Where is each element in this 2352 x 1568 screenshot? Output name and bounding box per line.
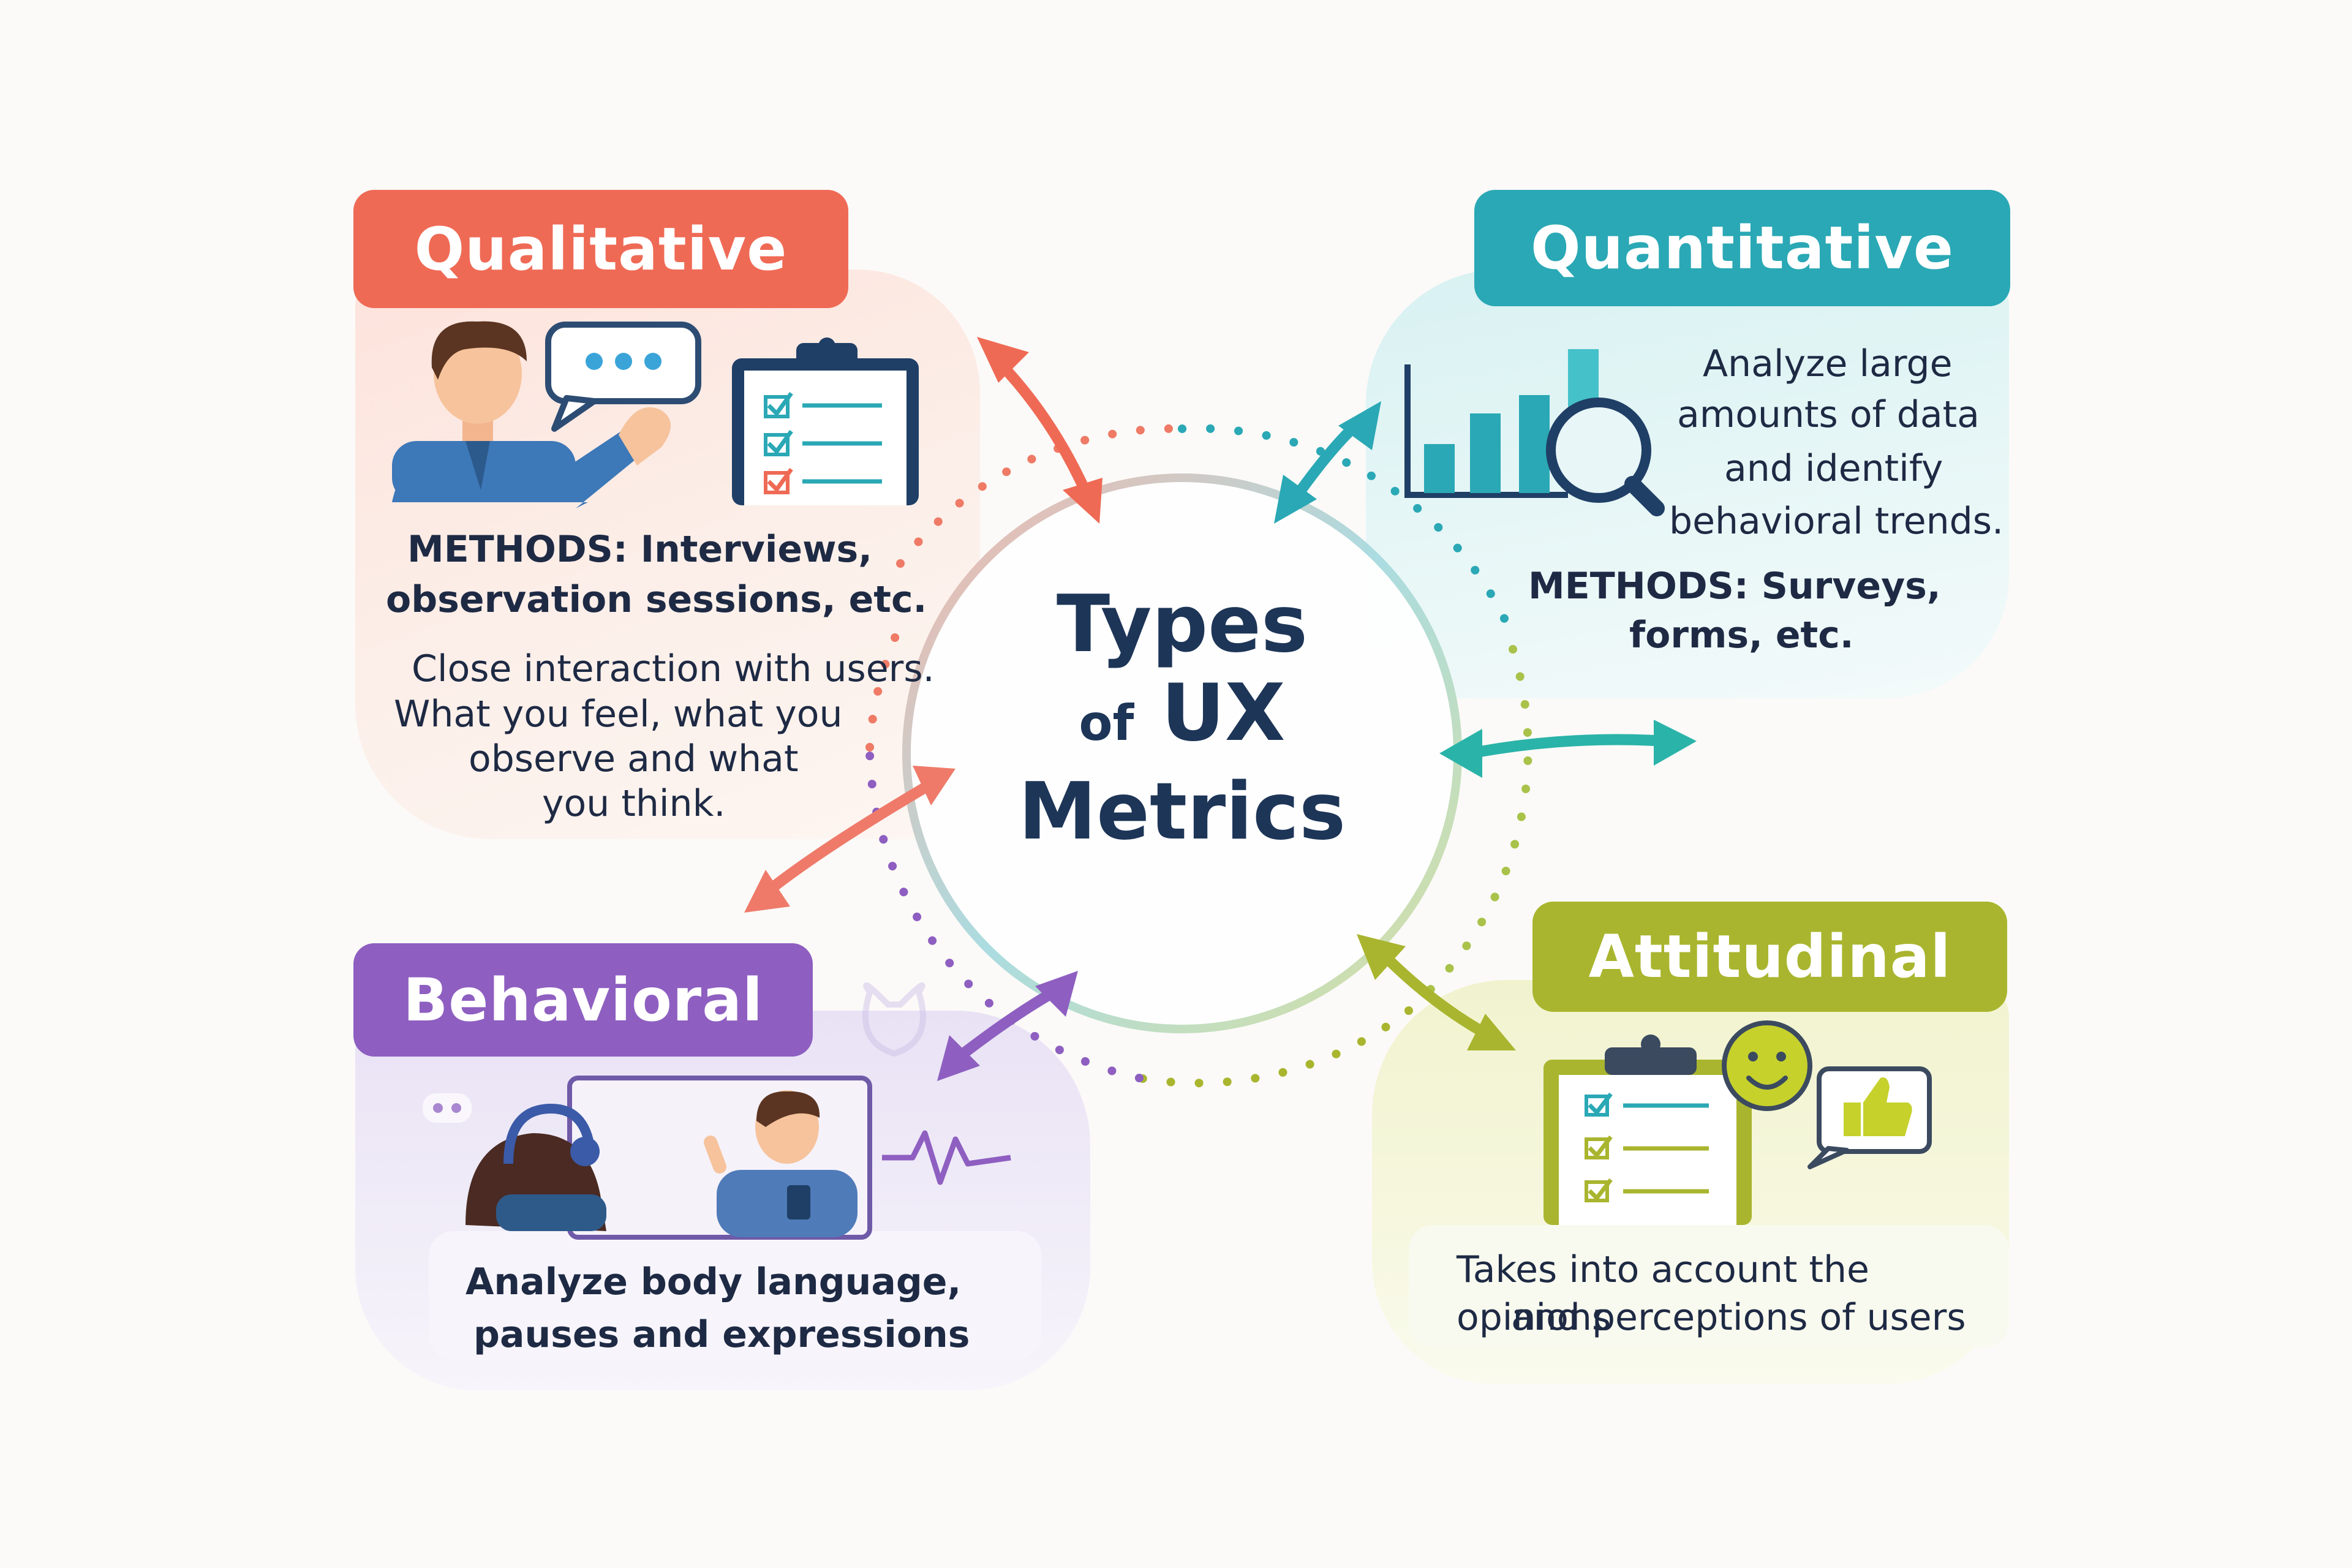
quantitative-desc-line3: and identify — [1724, 447, 1943, 490]
chat-dots-icon — [423, 1093, 472, 1123]
arrow-attitudinal — [1357, 934, 1516, 1050]
arrow-right-horizontal — [1439, 720, 1697, 778]
center-title: Types of UX Metrics — [998, 579, 1366, 855]
headset-user-illustration — [466, 1103, 606, 1231]
arrow-behavioral — [937, 971, 1078, 1081]
quantitative-desc-line2: amounts of data — [1677, 393, 1980, 436]
qualitative-methods-line2: observation sessions, etc. — [386, 578, 927, 621]
behavioral-text-panel — [429, 1231, 1041, 1360]
attitudinal-text-panel — [1409, 1225, 2009, 1348]
qualitative-desc-line2: What you feel, what you — [394, 693, 843, 736]
quantitative-desc-line1: Analyze large — [1703, 342, 1953, 385]
dotted-orbit — [865, 424, 1532, 1088]
attitudinal-header: Attitudinal — [1532, 902, 2007, 1012]
title-line-ux: of UX — [998, 668, 1366, 769]
behavioral-desc-line1: Analyze body language, — [466, 1261, 962, 1303]
arrow-quantitative — [1274, 401, 1381, 524]
arrow-behavioral-left — [744, 766, 956, 913]
qualitative-desc-line3: observe and what — [469, 737, 799, 780]
qualitative-desc-line4: you think. — [542, 782, 726, 825]
title-line-types: Types — [1056, 579, 1308, 670]
participant-illustration — [704, 1090, 858, 1237]
attitudinal-desc-line1: Takes into account the opinions — [1457, 1248, 1869, 1339]
interviewer-illustration — [392, 321, 671, 508]
magnifier-icon — [1546, 398, 1665, 516]
qualitative-header: Qualitative — [353, 190, 848, 308]
clipboard-survey-icon — [1544, 1035, 1752, 1225]
heart-icon — [862, 982, 926, 1057]
attitudinal-desc-line2: and perceptions of users — [1511, 1296, 1966, 1339]
quantitative-methods-line2: forms, etc. — [1629, 614, 1854, 657]
title-line-metrics: Metrics — [1018, 766, 1346, 858]
speech-bubble-icon — [545, 322, 701, 432]
quantitative-methods-line1: METHODS: Surveys, — [1528, 565, 1941, 608]
title-ux: UX — [1161, 668, 1286, 759]
arrow-qualitative — [977, 337, 1102, 524]
qualitative-desc-line1: Close interaction with users. — [412, 647, 935, 690]
title-of: of — [1079, 695, 1134, 752]
behavioral-header: Behavioral — [353, 943, 813, 1057]
quantitative-desc-line4: behavioral trends. — [1669, 500, 2004, 543]
clipboard-checklist-icon — [732, 337, 919, 505]
heartbeat-icon — [882, 1130, 1011, 1185]
qualitative-methods-line1: METHODS: Interviews, — [407, 528, 873, 571]
smiley-icon — [1722, 1020, 1812, 1111]
behavioral-desc-line2: pauses and expressions — [473, 1313, 970, 1356]
thumbs-up-icon — [1807, 1066, 1932, 1169]
quantitative-header: Quantitative — [1474, 190, 2010, 306]
